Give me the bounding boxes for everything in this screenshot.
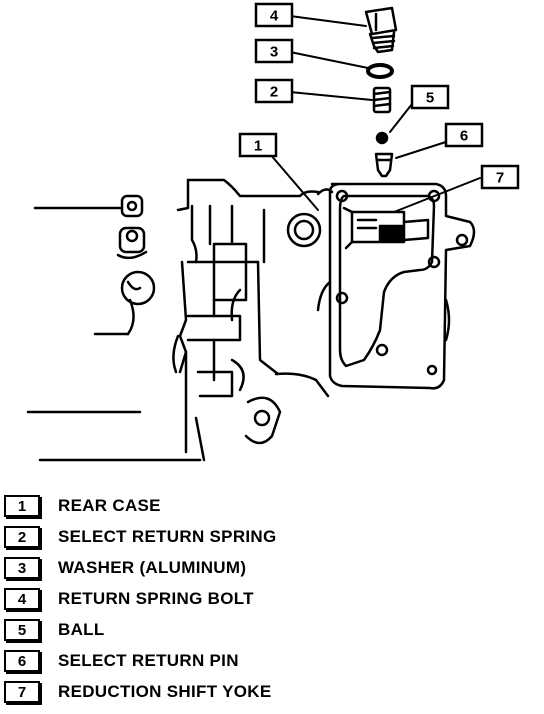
legend-label: SELECT RETURN SPRING	[58, 527, 277, 546]
callout-number: 4	[270, 8, 279, 25]
legend-item-2: 2 SELECT RETURN SPRING	[4, 525, 277, 549]
callout-number: 6	[460, 128, 468, 145]
diagram-callout-3: 3	[254, 38, 294, 64]
legend-number: 5	[4, 619, 40, 641]
diagram-callout-5: 5	[410, 84, 450, 110]
callout-number: 7	[496, 170, 504, 187]
diagram-callout-6: 6	[444, 122, 484, 148]
leader-lines	[269, 15, 481, 213]
legend-label: BALL	[58, 620, 105, 639]
legend-number: 6	[4, 650, 40, 672]
callout-number: 2	[270, 84, 278, 101]
legend-item-1: 1 REAR CASE	[4, 494, 161, 518]
select-return-pin-drawing	[374, 152, 394, 178]
legend-number: 7	[4, 681, 40, 703]
legend-item-3: 3 WASHER (ALUMINUM)	[4, 556, 246, 580]
callout-number: 1	[254, 138, 262, 155]
legend-number: 1	[4, 495, 40, 517]
diagram-callout-2: 2	[254, 78, 294, 104]
callout-number: 3	[270, 44, 278, 61]
legend-number: 4	[4, 588, 40, 610]
washer-drawing	[366, 63, 394, 79]
legend-item-4: 4 RETURN SPRING BOLT	[4, 587, 254, 611]
legend-label: REDUCTION SHIFT YOKE	[58, 682, 272, 701]
diagram-callout-1: 1	[238, 132, 278, 158]
diagram-callout-4: 4	[254, 2, 294, 28]
legend-label: SELECT RETURN PIN	[58, 651, 239, 670]
reduction-shift-yoke-drawing	[342, 206, 430, 250]
exploded-parts-diagram: 1 2 3 4 5 6 7	[26, 2, 520, 462]
return-spring-bolt-drawing	[364, 6, 398, 54]
rear-case-drawing	[26, 178, 330, 462]
legend-label: REAR CASE	[58, 496, 161, 515]
legend-label: WASHER (ALUMINUM)	[58, 558, 247, 577]
ball-drawing	[375, 131, 389, 145]
legend-number: 3	[4, 557, 40, 579]
legend-number: 2	[4, 526, 40, 548]
cover-plate-drawing	[316, 182, 476, 390]
callout-number: 5	[426, 90, 434, 107]
diagram-callout-7: 7	[480, 164, 520, 190]
legend-item-7: 7 REDUCTION SHIFT YOKE	[4, 680, 271, 704]
legend-label: RETURN SPRING BOLT	[58, 589, 254, 608]
legend-item-6: 6 SELECT RETURN PIN	[4, 649, 239, 673]
select-return-spring-drawing	[372, 86, 392, 114]
legend-item-5: 5 BALL	[4, 618, 105, 642]
